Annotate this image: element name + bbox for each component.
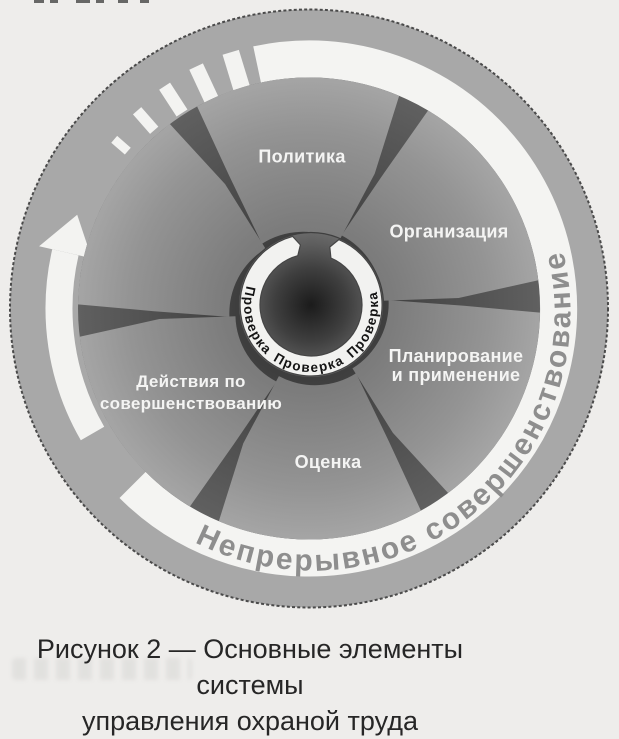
svg-text:и применение: и применение	[392, 365, 521, 385]
scan-mark	[50, 0, 58, 3]
scan-mark	[34, 0, 44, 3]
continuous-improvement-arrow-icon	[39, 214, 105, 441]
svg-text:совершенствованию: совершенствованию	[100, 394, 282, 413]
figure-caption-line2: управления охраной труда	[82, 706, 418, 736]
blade-planning	[352, 300, 541, 493]
scan-mark	[76, 0, 90, 3]
segment-label-action: Действия по совершенствованию	[100, 372, 282, 413]
figure-caption-line1: Рисунок 2 — Основные элементы системы	[36, 634, 464, 700]
scan-mark	[118, 0, 128, 3]
scan-mark	[96, 0, 104, 3]
blade-action	[79, 316, 277, 507]
svg-text:Планирование: Планирование	[389, 346, 524, 366]
figure-caption: Рисунок 2 — Основные элементы системы уп…	[2, 631, 498, 739]
segment-label-evaluation: Оценка	[295, 452, 362, 472]
figure-scan: Политика Организация Планирование и прим…	[9, 0, 609, 736]
improvement-band	[119, 40, 578, 577]
segment-label-policy: Политика	[258, 147, 346, 167]
pinwheel-blades	[77, 77, 541, 540]
scan-mark	[140, 0, 149, 3]
motion-dashes	[111, 49, 250, 155]
audit-ring-arrow-icon	[239, 235, 383, 377]
blade-evaluation	[218, 373, 421, 540]
segment-label-organization: Организация	[389, 222, 508, 242]
blade-policy	[197, 77, 400, 244]
svg-text:Действия по: Действия по	[136, 372, 246, 391]
scan-smudge	[12, 658, 192, 680]
segment-label-planning: Планирование и применение	[389, 346, 524, 385]
blade-organization	[341, 110, 539, 301]
blade-unlabeled	[77, 124, 266, 317]
osh-management-wheel-diagram: Политика Организация Планирование и прим…	[9, 8, 609, 609]
audit-hub: Проверка Проверка Проверка	[237, 231, 385, 379]
